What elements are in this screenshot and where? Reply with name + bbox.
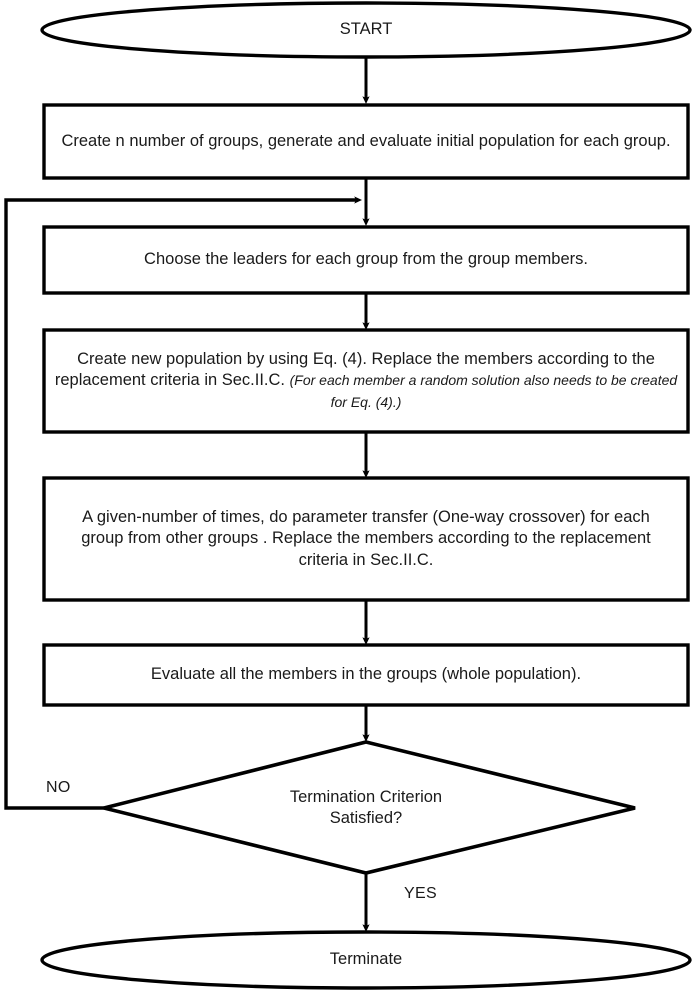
- node-init-population-shape: [42, 103, 690, 180]
- node-start-shape: [40, 1, 692, 59]
- node-parameter-transfer-shape: [42, 476, 690, 602]
- node-termination-decision-shape: [103, 740, 636, 875]
- edge-feedback-loop: [4, 196, 363, 810]
- node-evaluate-all-shape: [42, 643, 690, 707]
- edge-label-no: NO: [46, 779, 71, 796]
- node-create-population-shape: [42, 328, 690, 434]
- edge-label-yes: YES: [404, 885, 437, 902]
- node-choose-leaders-shape: [42, 225, 690, 295]
- node-terminate-shape: [40, 930, 692, 990]
